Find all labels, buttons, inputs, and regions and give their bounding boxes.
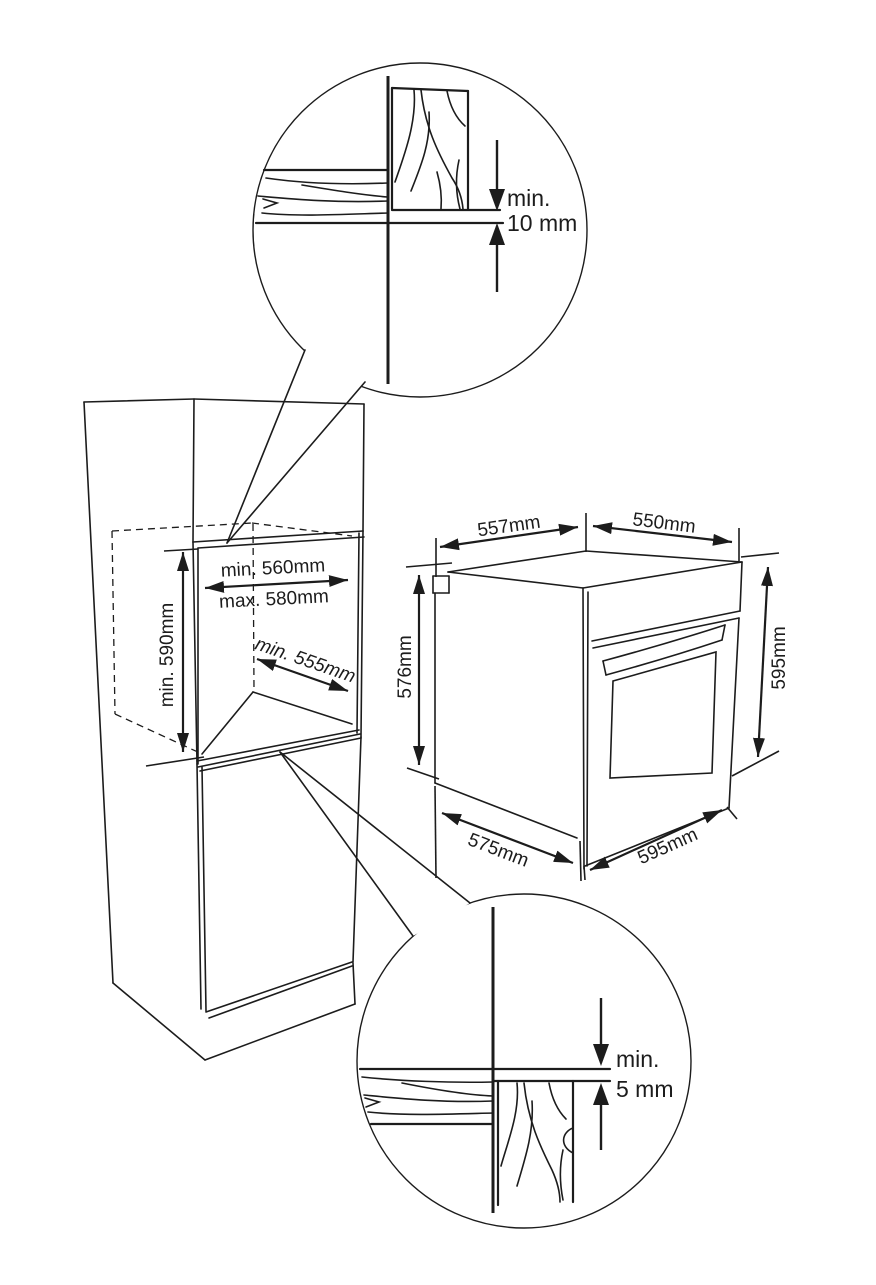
gap-indicator bbox=[593, 998, 609, 1150]
shelf-front-top bbox=[196, 729, 360, 762]
oven-top-back-left-edge bbox=[447, 550, 587, 573]
oven-top-depth-label: 557mm bbox=[476, 512, 542, 542]
shelf-panel-section bbox=[358, 1067, 612, 1126]
cabinet-side-bottom-edge bbox=[112, 982, 206, 1061]
wood-grain bbox=[500, 1082, 574, 1203]
callout-line bbox=[279, 751, 471, 904]
cabinet-left-edge bbox=[83, 401, 114, 984]
niche-width-min-label: min. 560mm bbox=[220, 555, 325, 581]
lower-door-bottom-2 bbox=[208, 965, 353, 1019]
oven-front-left-inner bbox=[586, 591, 589, 867]
lower-door-bottom-1 bbox=[205, 961, 353, 1013]
lower-front-left-outer bbox=[196, 763, 202, 1010]
cabinet-drawing bbox=[83, 398, 365, 1061]
niche-floor-left-edge bbox=[201, 691, 254, 755]
cabinet-top-edge bbox=[83, 398, 195, 403]
control-panel-bottom-edge bbox=[591, 610, 741, 642]
magnifier-top-detail: min. 10 mm bbox=[226, 62, 588, 544]
oven-top-back-right-edge bbox=[585, 550, 743, 563]
lower-cabinet-top-edge bbox=[199, 737, 362, 772]
oven-top-front-left-edge bbox=[447, 571, 584, 589]
plinth-right-edge bbox=[352, 962, 356, 1005]
niche-depth-label: min. 555mm bbox=[252, 634, 358, 688]
callout-line bbox=[226, 349, 306, 544]
dim-niche-height: min. 590mm bbox=[145, 548, 205, 767]
niche-floor-back-edge bbox=[252, 691, 353, 725]
gap-indicator bbox=[489, 140, 505, 292]
niche-top-outer bbox=[192, 530, 364, 543]
gap-label-min: min. bbox=[616, 1046, 659, 1072]
door-top-edge bbox=[592, 617, 740, 649]
oven-top-width-label: 550mm bbox=[631, 509, 696, 538]
wood-grain bbox=[394, 89, 466, 210]
oven-rear-notch bbox=[432, 575, 450, 594]
gap-label-value: 5 mm bbox=[616, 1076, 674, 1102]
oven-door-window bbox=[609, 650, 717, 779]
dim-oven-side-height: 576mm bbox=[395, 562, 453, 780]
plinth-bottom-edge bbox=[204, 1003, 356, 1061]
door-panel-section bbox=[390, 86, 502, 212]
front-left-edge-upper bbox=[192, 398, 195, 543]
callout-line bbox=[226, 381, 366, 544]
magnifier-circle bbox=[252, 62, 588, 398]
front-right-edge-upper bbox=[362, 403, 365, 532]
niche-right-inner bbox=[356, 532, 360, 734]
wood-grain bbox=[257, 177, 389, 216]
niche-dimensions: min. 590mm min. 560mm max. 580mm min. 55… bbox=[145, 548, 358, 767]
door-right-edge bbox=[728, 617, 740, 809]
oven-side-bottom-edge bbox=[434, 782, 578, 839]
callout-neck-mask bbox=[227, 350, 365, 543]
oven-front-height-label: 595mm bbox=[769, 626, 790, 689]
oven-bottom-width-label: 595mm bbox=[635, 824, 701, 869]
oven-side-height-label: 576mm bbox=[395, 635, 416, 698]
niche-top-inner bbox=[197, 536, 365, 549]
wood-grain bbox=[361, 1076, 494, 1116]
dim-niche-width: min. 560mm max. 580mm bbox=[204, 555, 349, 613]
gap-label-value: 10 mm bbox=[507, 210, 577, 236]
niche-width-max-label: max. 580mm bbox=[219, 586, 330, 613]
callout-line bbox=[279, 751, 414, 937]
shelf-front-bottom bbox=[197, 733, 361, 768]
dim-oven-front-height: 595mm bbox=[731, 552, 790, 777]
oven-dimensions: 557mm 550mm 576mm 595mm 575mm bbox=[395, 509, 790, 882]
oven-top-front-right-edge bbox=[582, 561, 743, 589]
oven-bottom-depth-label: 575mm bbox=[465, 829, 532, 871]
oven-door-handle bbox=[602, 624, 726, 676]
front-top-edge bbox=[193, 398, 365, 405]
dim-oven-bottom-width: 595mm bbox=[583, 806, 738, 881]
callout-neck-mask bbox=[280, 752, 470, 936]
gap-label-min: min. bbox=[507, 185, 550, 211]
niche-right-outer bbox=[360, 530, 364, 738]
control-panel-right-edge bbox=[739, 561, 743, 612]
top-panel-section bbox=[254, 168, 505, 225]
niche-height-label: min. 590mm bbox=[157, 603, 178, 708]
oven-front-left-outer bbox=[582, 587, 585, 870]
lower-door-panel-section bbox=[492, 1079, 612, 1207]
dim-oven-top-depth: 557mm bbox=[435, 512, 587, 577]
lower-front-right-edge bbox=[352, 736, 362, 963]
niche-left-outer bbox=[192, 541, 198, 765]
magnifier-circle bbox=[356, 893, 692, 1229]
dim-oven-bottom-depth: 575mm bbox=[434, 785, 582, 882]
magnifier-bottom-detail: min. 5 mm bbox=[279, 751, 692, 1229]
dim-niche-depth: min. 555mm bbox=[252, 634, 358, 693]
lower-front-left-inner bbox=[201, 766, 207, 1012]
